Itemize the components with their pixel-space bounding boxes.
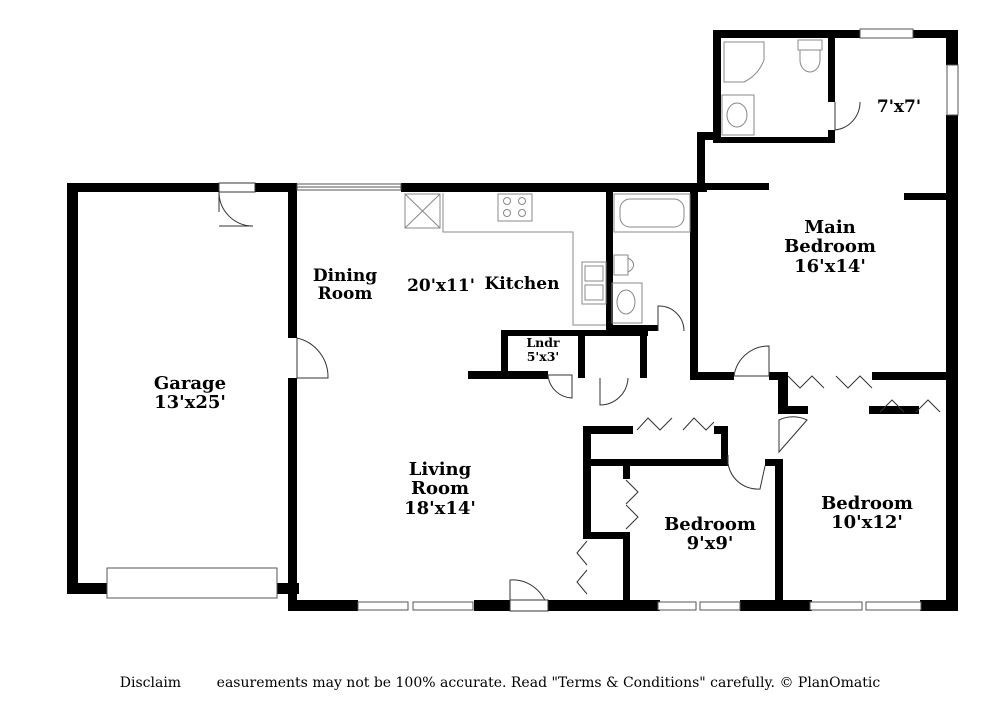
doors [218,101,941,612]
window-top-bath [859,28,914,39]
living-name-2: Room [410,478,470,500]
bifold-bed-2 [915,399,941,413]
bifold-hall-2 [682,417,715,431]
window-bottom-3 [657,601,697,611]
disclaimer-text: Disclaim easurements may not be 100% acc… [119,675,881,691]
door-bedroom-right [778,416,808,454]
living-label: Living Room 18'x14' [380,459,500,519]
hall-vanity [611,282,643,324]
bedroom-right-label: Bedroom 10'x12' [802,494,932,533]
fixtures [404,39,823,326]
window-bottom-5 [809,601,863,611]
bedroom-small-name: Bedroom [664,514,756,535]
bifold-closet-1 [625,479,639,505]
window-bottom-4 [699,601,741,611]
door-closet-hall [599,377,629,406]
garage-size: 13'x25' [154,392,226,414]
kitchen-name: Kitchen [484,274,560,294]
window-bottom-6 [865,601,922,611]
kitchen-sink [581,261,607,305]
living-size: 18'x14' [404,497,476,519]
bifold-main-1 [787,375,825,389]
living-name-1: Living [408,459,472,480]
dining-label: Dining Room [290,267,400,304]
kitchen-size: 20'x11' [407,276,475,296]
window-bottom-2 [412,601,474,611]
stove [497,193,533,222]
laundry-name: Lndr [526,335,560,350]
dining-name-1: Dining [312,266,378,286]
door-laundry [547,374,573,399]
garage-door [106,567,278,599]
main-vanity [721,94,755,136]
door-bath-hall [657,305,685,332]
main-bedroom-label: Main Bedroom 16'x14' [760,217,900,277]
door-bedroom-small [727,454,766,490]
bifold-closet-3 [576,540,588,566]
window-bottom-1 [357,601,409,611]
bifold-closet-4 [576,569,588,595]
bath-size: 7'x7' [876,97,922,117]
shower [723,41,765,83]
garage-label: Garage 13'x25' [120,374,260,413]
bifold-main-2 [835,375,873,389]
kitchen-counter [442,193,606,326]
windows [106,28,959,611]
laundry-size: 5'x3' [526,348,560,364]
door-garage-side [296,337,329,379]
bifold-bed-1 [879,399,905,413]
bifold-closet-2 [625,504,639,530]
bedroom-right-name: Bedroom [821,493,913,514]
bathtub [613,193,691,233]
fridge [404,193,441,229]
bifold-hall-1 [636,417,673,431]
bedroom-small-label: Bedroom 9'x9' [650,515,770,554]
garage-name: Garage [153,373,227,394]
main-toilet [797,39,823,73]
dining-name-2: Room [317,284,373,305]
door-garage-top [218,191,254,227]
walls [67,30,958,611]
hall-toilet [613,254,634,276]
door-main-bedroom [733,345,770,377]
door-main-bath [834,101,861,131]
main-bedroom-name-1: Main [804,217,856,238]
bedroom-right-size: 10'x12' [831,512,903,534]
main-bedroom-size: 16'x14' [794,255,866,277]
main-bedroom-name-2: Bedroom [784,236,876,258]
window-right-bath [946,64,959,116]
laundry-label: Lndr 5'x3' [508,336,578,363]
bedroom-small-size: 9'x9' [686,533,734,555]
